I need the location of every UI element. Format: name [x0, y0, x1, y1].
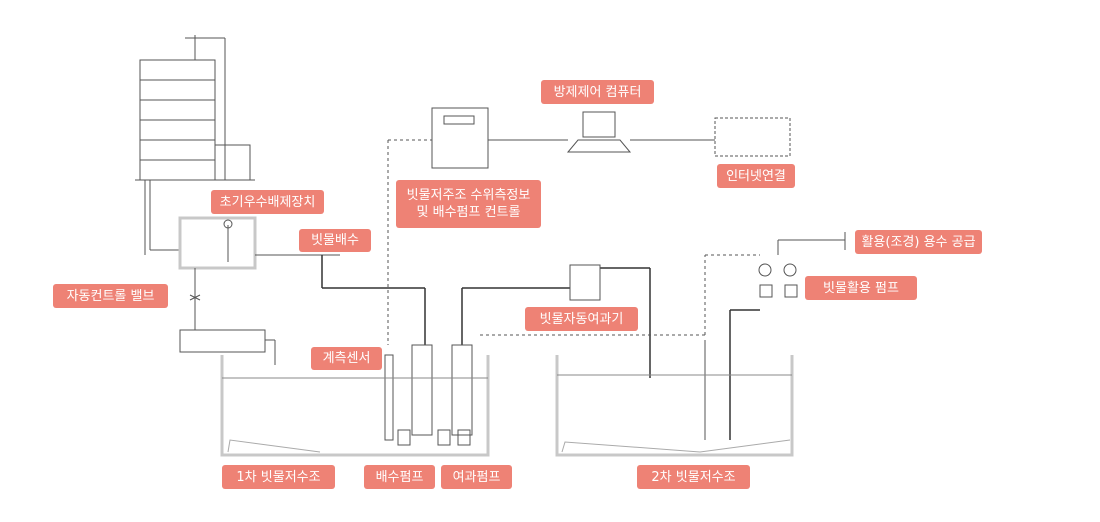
label-tank2: 2차 빗물저수조	[637, 465, 750, 489]
label-sensor: 계측센서	[311, 347, 382, 370]
label-drain-pump: 배수펌프	[364, 465, 435, 489]
label-internet: 인터넷연결	[717, 164, 795, 188]
label-supply: 활용(조경) 용수 공급	[855, 230, 982, 254]
pumps-and-columns	[384, 232, 846, 446]
label-auto-valve: 자동컨트롤 밸브	[53, 284, 168, 308]
label-auto-filter: 빗물자동여과기	[525, 307, 638, 331]
label-tank1: 1차 빗물저수조	[222, 465, 335, 489]
label-tank-info: 빗물저주조 수위측정보 및 배수펌프 컨트롤	[396, 180, 541, 228]
label-control-computer: 방제제어 컴퓨터	[541, 80, 654, 104]
label-filter-pump: 여과펌프	[441, 465, 512, 489]
label-tank-info-line1: 빗물저주조 수위측정보	[406, 188, 531, 203]
label-first-flush: 초기우수배제장치	[211, 190, 324, 214]
label-drain: 빗물배수	[299, 229, 371, 252]
label-tank-info-line2: 및 배수펌프 컨트롤	[416, 205, 521, 220]
tanks	[220, 355, 794, 457]
control-panel-icon	[387, 107, 489, 345]
computer-icon	[488, 111, 791, 157]
label-use-pump: 빗물활용 펌프	[805, 276, 917, 300]
building-icon	[135, 35, 255, 181]
pipes	[321, 255, 760, 440]
first-flush-device	[144, 180, 340, 365]
